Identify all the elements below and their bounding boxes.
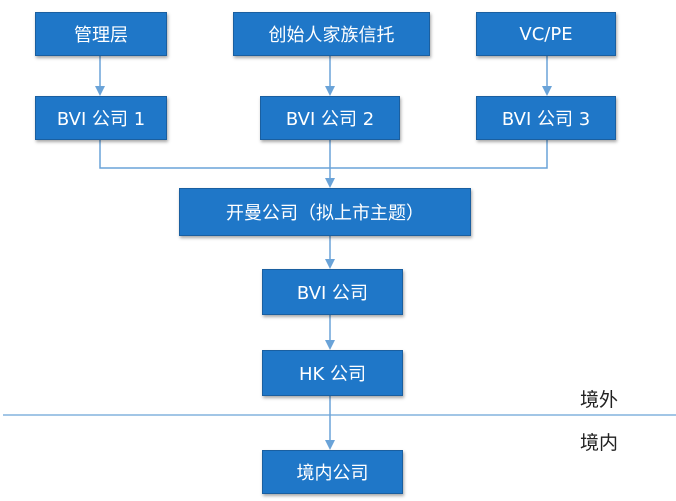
vcpe-box: VC/PE — [476, 12, 616, 56]
cayman-company-box: 开曼公司（拟上市主题） — [179, 188, 471, 236]
bvi1-box: BVI 公司 1 — [35, 96, 167, 140]
bvi3-box: BVI 公司 3 — [476, 96, 616, 140]
bvi2-box: BVI 公司 2 — [260, 96, 400, 140]
hk-company-box: HK 公司 — [262, 350, 403, 396]
family-trust-box: 创始人家族信托 — [233, 12, 430, 56]
domestic-label: 境内 — [580, 432, 619, 454]
domestic-company-box: 境内公司 — [262, 450, 403, 494]
overseas-label: 境外 — [580, 389, 619, 411]
bvi-company-box: BVI 公司 — [262, 269, 403, 315]
management-box: 管理层 — [35, 12, 167, 56]
merge-connector — [99, 140, 548, 169]
